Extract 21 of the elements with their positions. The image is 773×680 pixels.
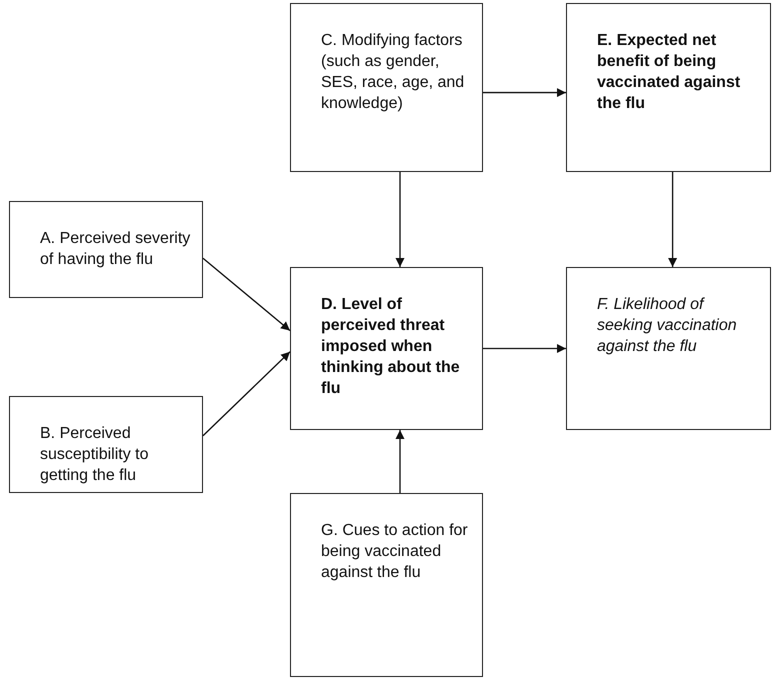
concept-box [290,267,483,430]
concept-box [566,267,771,430]
arrow [483,344,566,353]
arrow [396,430,404,493]
box-label: D. Level of perceived threat imposed when thinking about the flu [321,295,461,400]
box-label: F. Likelihood of seeking vaccination against the flu [597,295,738,358]
arrow [202,351,290,436]
arrow [396,172,404,267]
box-label: G. Cues to action for being vaccinated against the flu [321,521,469,584]
concept-box [9,396,203,493]
concept-box [566,3,771,172]
box-label: B. Perceived susceptibility to getting the flu [40,424,150,486]
concept-box [9,201,203,298]
arrow [483,88,566,98]
arrow [668,172,678,267]
arrow [202,258,290,332]
concept-box [290,493,483,677]
box-label: E. Expected net benefit of being vaccinated against the flu [597,31,742,114]
box-label: C. Modifying factors (such as gender, SES, race, age, and knowledge) [321,31,466,114]
box-label: A. Perceived severity of having the flu [40,229,192,270]
concept-box [290,3,483,172]
